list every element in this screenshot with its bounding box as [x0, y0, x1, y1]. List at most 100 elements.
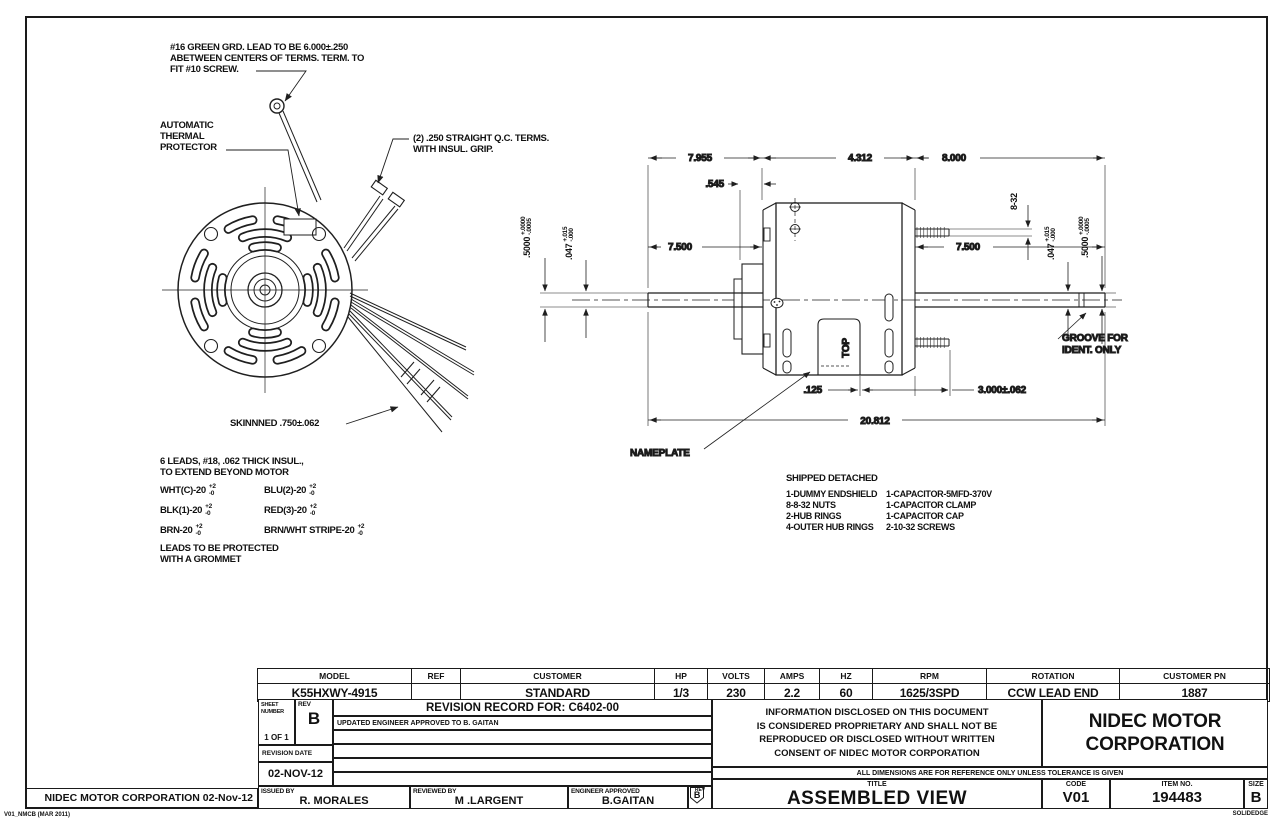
footer-company-date: NIDEC MOTOR CORPORATION 02-Nov-12 [25, 788, 258, 809]
dim-top1: 7.955 [688, 153, 713, 164]
shipped-item: 2-HUB RINGS [786, 511, 842, 521]
reviewed-by-value: M .LARGENT [454, 794, 524, 807]
spec-header: AMPS [764, 668, 820, 684]
dim-shaft-flat-right: .047 +.015-.000 [1043, 226, 1058, 260]
body-vents [782, 293, 894, 374]
dim-stud-thread: 8-32 [1009, 193, 1019, 210]
shipped-item: 2-10-32 SCREWS [886, 522, 955, 532]
shipped-item: 1-DUMMY ENDSHIELD [786, 489, 878, 499]
mount-hole [311, 338, 327, 354]
sheet-number-label: SHEET NUMBER [261, 702, 284, 715]
qc-connector [387, 191, 406, 208]
shipped-item: 1-CAPACITOR CLAMP [886, 500, 977, 510]
through-bolt-head [770, 297, 784, 309]
issued-by-value: R. MORALES [299, 794, 369, 807]
code-label: CODE [1065, 781, 1087, 788]
revision-row [333, 758, 712, 772]
item-no-label: ITEM NO. [1161, 781, 1193, 788]
mount-hole [203, 338, 219, 354]
lead-item: BRN/WHT STRIPE-20+2-0 [264, 523, 365, 537]
proprietary-notice: INFORMATION DISCLOSED ON THIS DOCUMENT I… [712, 699, 1042, 767]
vent-slots [190, 215, 340, 365]
qc-connector [370, 179, 389, 196]
title-value: ASSEMBLED VIEW [786, 788, 968, 809]
dim-right-shaft: 7.500 [956, 242, 981, 253]
nameplate-outline [817, 318, 861, 375]
shipped-item: 1-CAPACITOR CAP [886, 511, 964, 521]
revision-record-header: REVISION RECORD FOR: C6402-00 [333, 699, 712, 716]
dim-shaft-flat-left: .047 +.015-.000 [561, 226, 576, 260]
motor-side-view: 7.955 4.312 8.000 .545 7.500 7.500 .125 … [540, 153, 1129, 460]
rev-badge-box: REV B [688, 786, 712, 809]
spec-value-rpm: 1625/3SPD [872, 683, 987, 702]
spec-header: VOLTS [707, 668, 765, 684]
item-no-value: 194483 [1151, 789, 1203, 806]
thermal-protector-note: AUTOMATIC THERMAL PROTECTOR [160, 120, 217, 153]
grommet-note: LEADS TO BE PROTECTED WITH A GROMMET [160, 543, 279, 565]
code-box: CODE V01 [1042, 779, 1110, 809]
rev-badge-label: REV [694, 787, 706, 793]
spec-header: RPM [872, 668, 987, 684]
extension-lines [647, 165, 1106, 426]
title-label: TITLE [867, 781, 887, 788]
leads-list: WHT(C)-20+2-0 BLU(2)-20+2-0 BLK(1)-20+2-… [160, 483, 450, 537]
ground-lead-note: #16 GREEN GRD. LEAD TO BE 6.000±.250 ABE… [170, 42, 365, 75]
front-view-leaders [226, 70, 409, 425]
threaded-studs [915, 227, 1032, 348]
leads-header: 6 LEADS, #18, .062 THICK INSUL., TO EXTE… [160, 456, 304, 478]
rev-badge-shield: B [690, 787, 704, 804]
rev-badge-value: B [694, 790, 701, 800]
lead-item: RED(3)-20+2-0 [264, 503, 317, 517]
skinned-ticks [400, 361, 441, 403]
spec-header: HZ [819, 668, 873, 684]
ring-terminal [269, 98, 285, 114]
nameplate-label: NAMEPLATE [630, 448, 690, 459]
spec-table: MODEL REF CUSTOMER HP VOLTS AMPS HZ RPM … [257, 668, 1270, 702]
cad-system-id: SOLIDEDGE [1232, 811, 1268, 817]
shaft [647, 292, 1106, 308]
spec-value-model: K55HXWY-4915 [257, 683, 412, 702]
rev-label: REV [298, 701, 311, 708]
spec-header-row: MODEL REF CUSTOMER HP VOLTS AMPS HZ RPM … [257, 668, 1270, 684]
shipped-item: 4-OUTER HUB RINGS [786, 522, 874, 532]
dim-top3: 8.000 [942, 153, 967, 164]
lead-spec-block: 6 LEADS, #18, .062 THICK INSUL., TO EXTE… [160, 456, 450, 565]
engineer-approved-value: B.GAITAN [601, 794, 655, 807]
dim-offset: .545 [705, 179, 724, 190]
company-name: NIDEC MOTOR CORPORATION [1042, 699, 1268, 767]
mount-hole [311, 226, 327, 242]
dim-top2: 4.312 [848, 153, 873, 164]
spec-header: CUSTOMER [460, 668, 655, 684]
revision-date-label: REVISION DATE [258, 745, 333, 762]
shipped-item: 8-8-32 NUTS [786, 500, 836, 510]
issued-by-label: ISSUED BY [261, 788, 295, 795]
dim-shaft-dia-right: .5000 +.0000-.0005 [1077, 216, 1092, 258]
spec-header: MODEL [257, 668, 412, 684]
item-no-box: ITEM NO. 194483 [1110, 779, 1244, 809]
engineer-approved-box: ENGINEER APPROVED B.GAITAN [568, 786, 688, 809]
dim-stud-len: 3.000±.062 [978, 385, 1027, 396]
engineer-approved-label: ENGINEER APPROVED [571, 788, 640, 795]
dim-overall: 20.812 [860, 416, 890, 427]
spec-header: CUSTOMER PN [1119, 668, 1270, 684]
mount-hole [203, 226, 219, 242]
revision-date-value: 02-NOV-12 [258, 762, 333, 786]
title-box: TITLE ASSEMBLED VIEW [712, 779, 1042, 809]
revision-row [333, 772, 712, 786]
rev-value: B [307, 708, 321, 728]
skinned-note: SKINNNED .750±.062 [230, 418, 320, 429]
lead-item: BLK(1)-20+2-0 [160, 503, 212, 517]
dimension-lines [542, 155, 1105, 450]
qc-terminal-wires [343, 179, 406, 262]
thermal-protector-window [283, 218, 317, 236]
top-label: TOP [841, 338, 852, 358]
motor-body [775, 202, 903, 376]
shipped-header: SHIPPED DETACHED [786, 473, 878, 484]
spec-header: ROTATION [986, 668, 1120, 684]
lead-wires [347, 292, 475, 433]
size-box: SIZE B [1244, 779, 1268, 809]
sheet-number-box: SHEET NUMBER 1 OF 1 [258, 699, 295, 745]
